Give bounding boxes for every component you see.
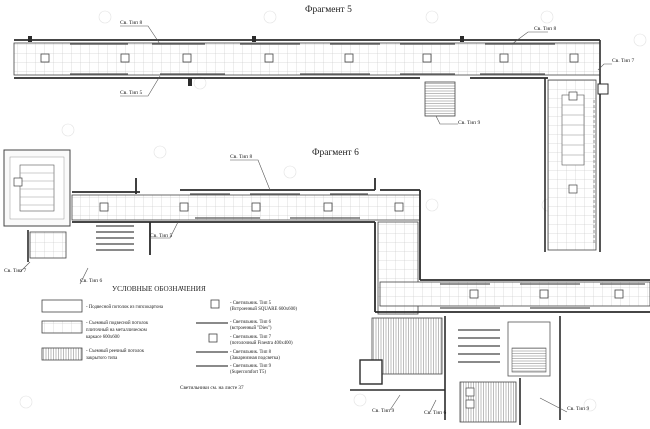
- callout-type6: Св. Тип 6: [424, 410, 446, 416]
- legend-light-type5: - Светильник. Тип 5(Встроенный SQUARE 60…: [230, 301, 297, 312]
- legend: УСЛОВНЫЕ ОБОЗНАЧЕНИЯ - Подвесной потолок…: [41, 285, 297, 391]
- callout-type9: Св. Тип 9: [458, 120, 480, 126]
- fragment-6: [3, 149, 650, 425]
- svg-text:- Светильник. Тип 5(Встроенный: - Светильник. Тип 5(Встроенный SQUARE 60…: [230, 301, 297, 312]
- callout-type7: Св. Тип 7: [4, 268, 26, 274]
- callout-labels: Св. Тип 8 Св. Тип 8 Св. Тип 7 Св. Тип 5 …: [4, 20, 634, 416]
- type5-symbol: [210, 299, 220, 309]
- legend-ceiling-1: - Подвесной потолок из гипсокартона: [86, 305, 164, 310]
- callout-type8: Св. Тип 8: [534, 26, 556, 32]
- callout-leaders: [19, 25, 612, 413]
- legend-light-type9: - Светильник. Тип 9(Supercomfort T5): [230, 364, 272, 375]
- legend-note: Светильники см. на листе 37: [180, 385, 244, 391]
- plan-titles: Фрагмент 5 Фрагмент 6: [305, 5, 359, 158]
- svg-text:- Светильник. Тип 7(потолочный: - Светильник. Тип 7(потолочный Finestra …: [230, 335, 293, 346]
- legend-title: УСЛОВНЫЕ ОБОЗНАЧЕНИЯ: [112, 285, 206, 293]
- tile-ceiling-swatch: [41, 320, 83, 334]
- svg-text:- Светильник. Тип 9(Supercomfo: - Светильник. Тип 9(Supercomfort T5): [230, 364, 272, 375]
- callout-type9: Св. Тип 9: [372, 408, 394, 414]
- legend-light-type6: - Светильник. Тип 6(встроенный "Dies"): [230, 320, 272, 331]
- legend-light-type7: - Светильник. Тип 7(потолочный Finestra …: [230, 335, 293, 346]
- rail-ceiling-swatch: [41, 347, 83, 361]
- callout-type8: Св. Тип 8: [230, 154, 252, 160]
- callout-type5: Св. Тип 5: [120, 90, 142, 96]
- callout-type7: Св. Тип 7: [612, 58, 634, 64]
- gypsum-ceiling-swatch: [41, 299, 83, 313]
- type7-symbol: [208, 333, 218, 343]
- callout-type9: Св. Тип 9: [567, 406, 589, 412]
- callout-type5: Св. Тип 5: [150, 233, 172, 239]
- fragment-5-title: Фрагмент 5: [305, 5, 352, 15]
- legend-light-type8: - Светильник. Тип 8(Закарнизная подсветк…: [230, 350, 280, 361]
- svg-text:- Светильник. Тип 8(Закарнизна: - Светильник. Тип 8(Закарнизная подсветк…: [230, 350, 280, 361]
- fragment-5: [13, 36, 609, 252]
- fragment-6-title: Фрагмент 6: [312, 148, 359, 158]
- callout-type8: Св. Тип 8: [120, 20, 142, 26]
- callout-type6: Св. Тип 6: [80, 278, 102, 284]
- svg-text:- Светильник. Тип 6(встроенный: - Светильник. Тип 6(встроенный "Dies"): [230, 320, 272, 331]
